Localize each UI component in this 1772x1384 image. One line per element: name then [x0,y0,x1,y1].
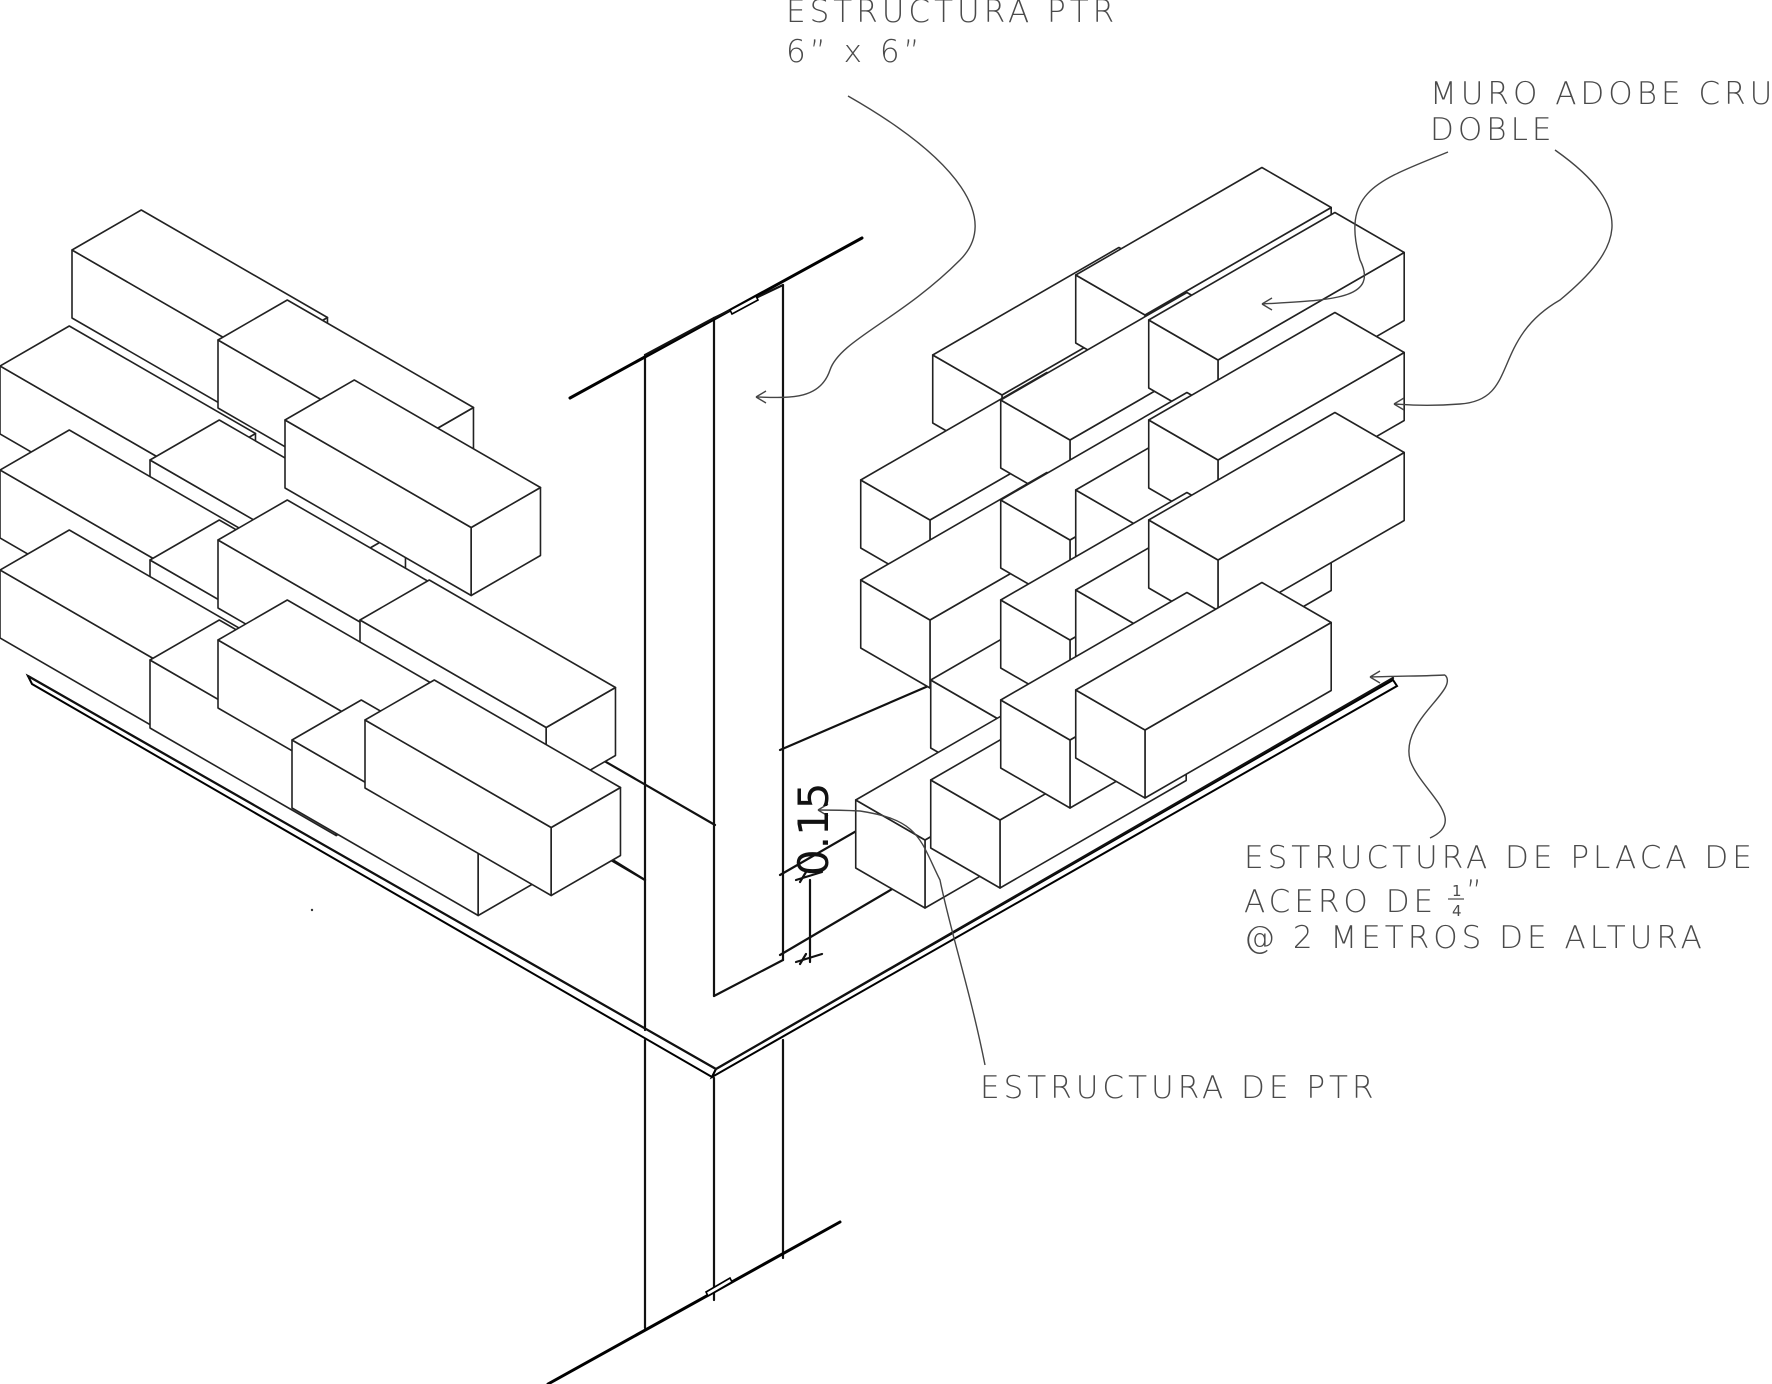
dimension-0-15: 0.15 [789,782,838,966]
label-steel-plate-line2: ACERO DE [1244,884,1437,920]
leader-lines [755,95,1613,1066]
adobe-brick-top [1147,211,1405,361]
stray-dot [310,908,314,912]
adobe-brick-top [1147,411,1405,561]
label-ptr-column-line2: 6” x 6” [786,34,924,70]
label-steel-plate-line1: ESTRUCTURA DE PLACA DE [1244,840,1756,876]
label-steel-plate-frac-num: 1 [1452,882,1462,900]
adobe-brick-top [1147,311,1405,461]
adobe-brick-top [364,679,622,829]
dimension-value: 0.15 [789,782,838,876]
ptr-column-upper [568,236,864,1032]
label-steel-plate-line3: @ 2 METROS DE ALTURA [1244,920,1706,956]
label-steel-plate-frac-den: 4 [1452,902,1462,920]
label-steel-plate-frac-unit: ” [1466,874,1486,910]
adobe-wall-right [854,166,1405,909]
label-adobe-wall-line2: DOBLE [1430,112,1555,148]
adobe-brick-top [1074,581,1332,731]
adobe-brick-top [1074,166,1332,316]
label-ptr-beam: ESTRUCTURA DE PTR [980,1070,1378,1106]
adobe-wall-left [0,209,622,917]
ptr-column-lower [546,1038,842,1384]
adobe-brick-top [359,579,617,729]
adobe-brick-top [284,379,542,529]
label-ptr-column-line1: ESTRUCTURA PTR [786,0,1118,30]
steel-plate [25,673,1399,1080]
